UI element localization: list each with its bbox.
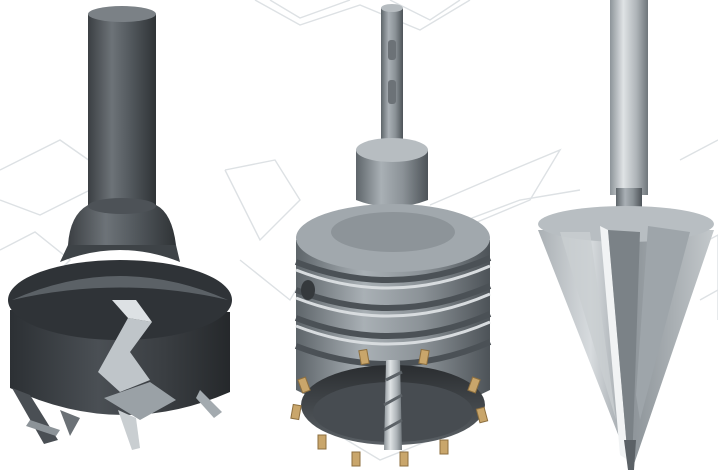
carbide-core-hole-saw-icon [290,4,492,467]
countersink-cone-bit-icon [538,0,714,470]
forstner-hinge-boring-bit-icon [8,6,232,450]
